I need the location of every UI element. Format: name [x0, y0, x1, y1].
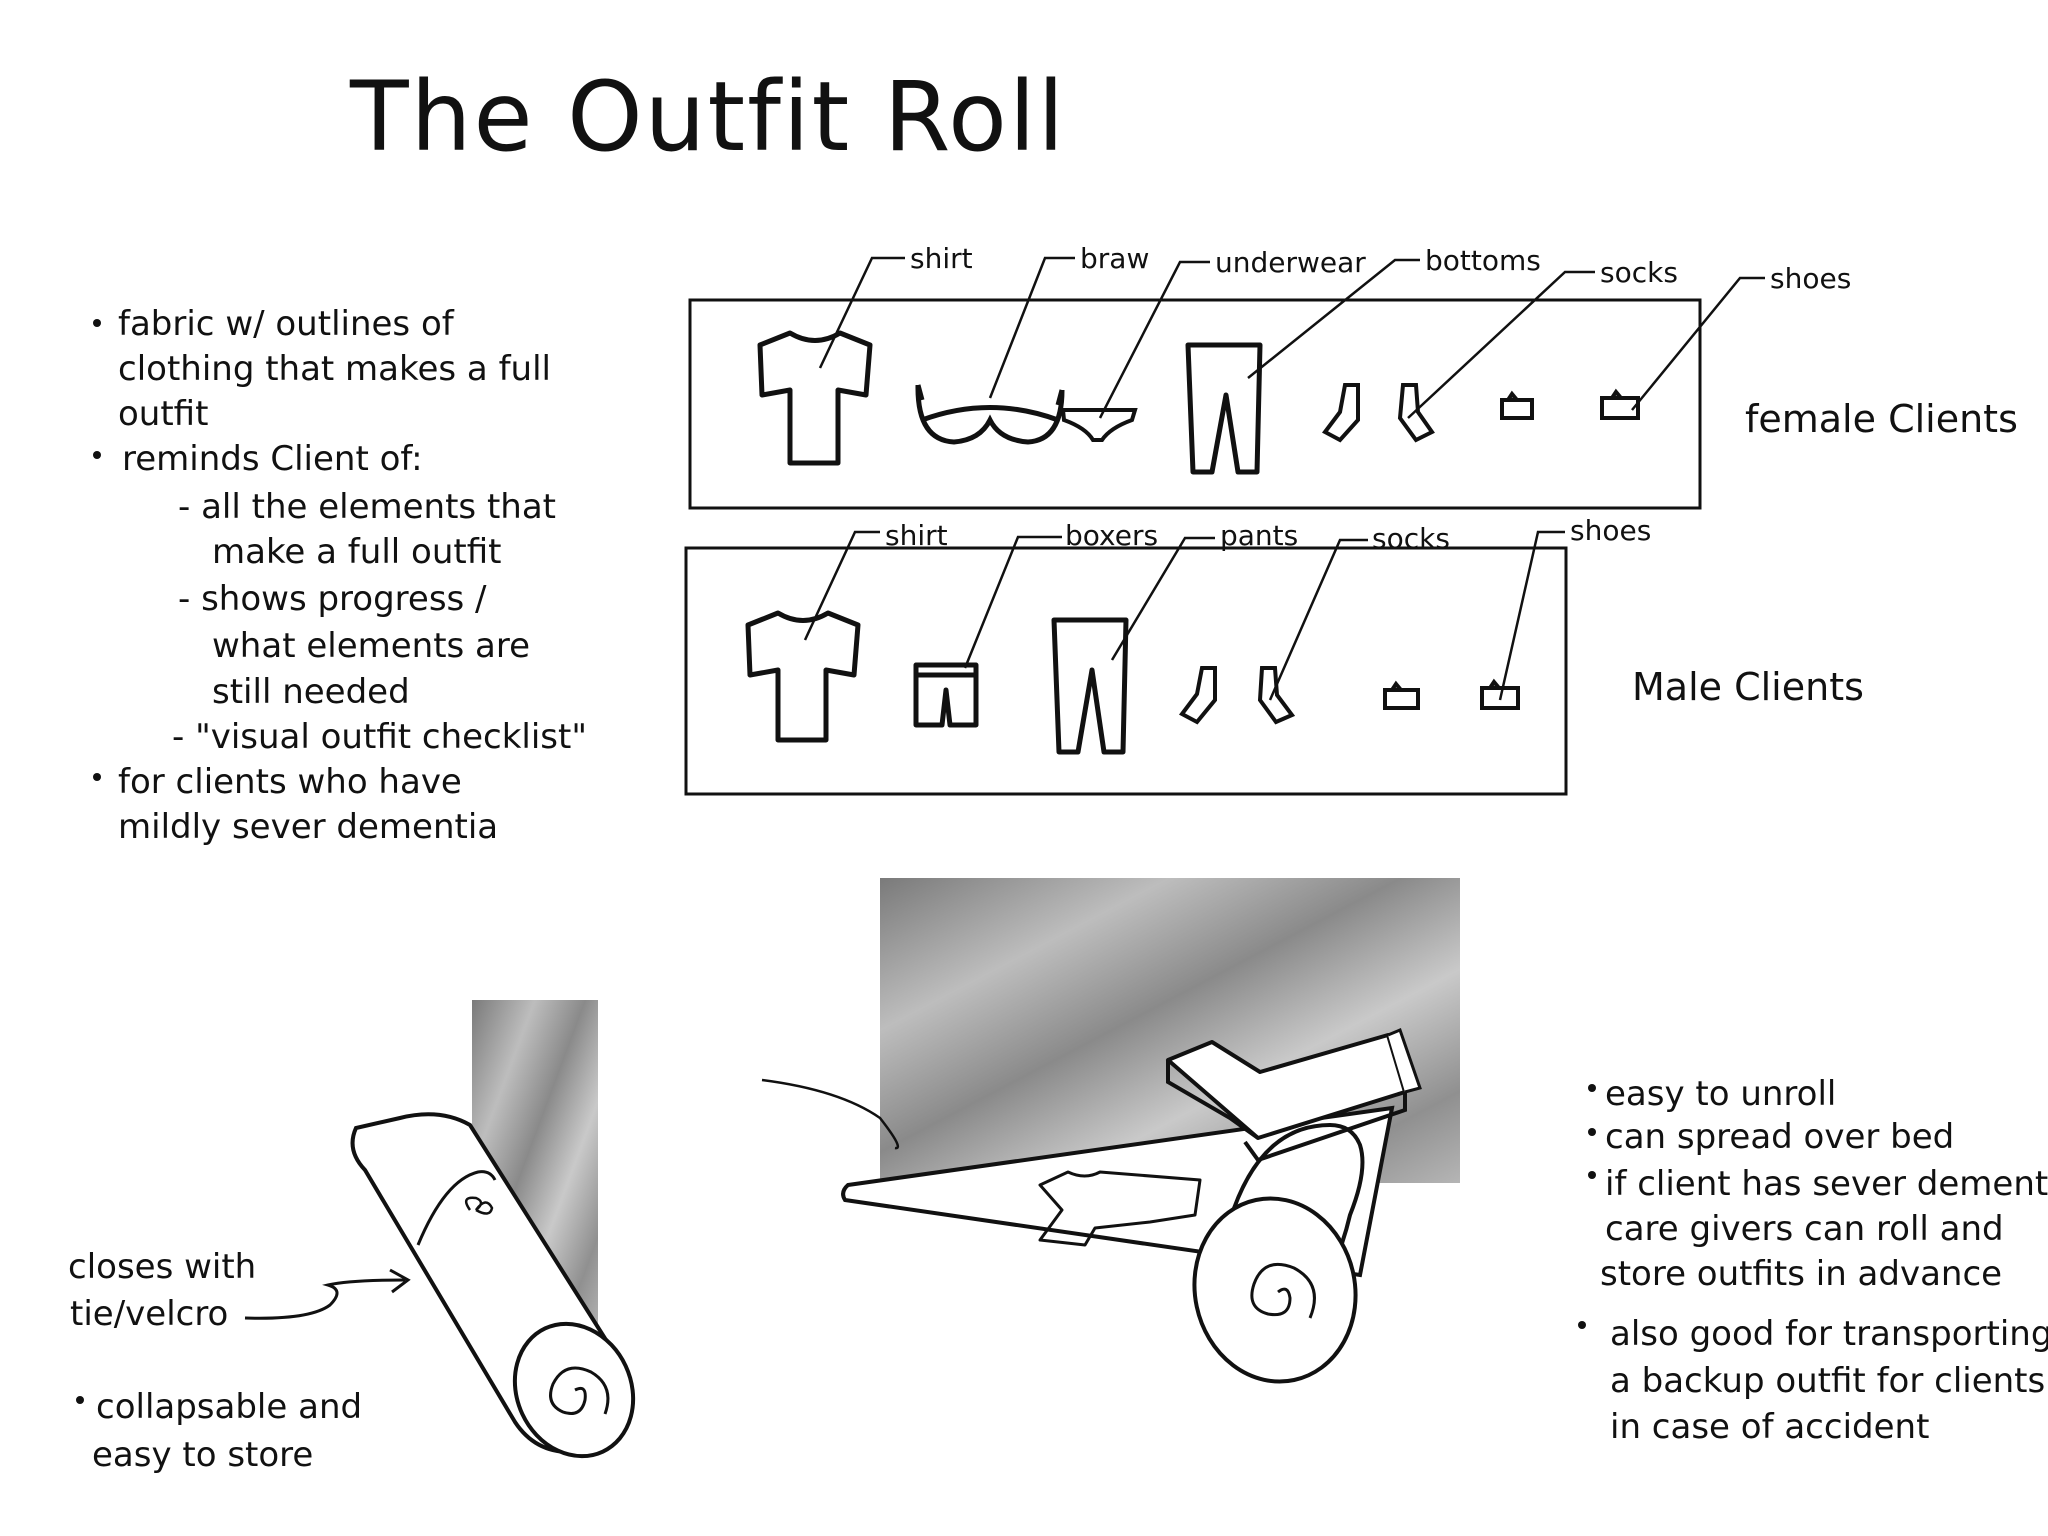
- female-label-shoes: shoes: [1770, 262, 1851, 295]
- arrowhead-icon: [1387, 1028, 1422, 1094]
- male-roll-strip: [684, 546, 1568, 796]
- note-b1-line3: outfit: [118, 394, 208, 434]
- fabric-edge-line: [761, 1078, 900, 1150]
- shoe-right-icon: [1600, 388, 1640, 420]
- right-notes: easy to unroll can spread over bed if cl…: [1578, 1074, 2048, 1447]
- note-s1-line1: - all the elements that: [178, 487, 556, 527]
- underwear-icon: [1060, 408, 1138, 442]
- male-label-socks: socks: [1372, 522, 1450, 555]
- right-note-2: can spread over bed: [1605, 1117, 1954, 1157]
- bullet: [93, 773, 101, 781]
- right-note-4-line2: a backup outfit for clients: [1610, 1361, 2045, 1401]
- male-label-boxers: boxers: [1065, 519, 1158, 552]
- note-b3-line1: for clients who have: [118, 762, 462, 802]
- bullet: [93, 451, 101, 459]
- sock-right-icon: [1257, 666, 1296, 725]
- female-label-shirt: shirt: [910, 242, 973, 275]
- spiral-icon: [1250, 1263, 1316, 1319]
- pants-icon: [1051, 617, 1129, 755]
- note-s2-line3: still needed: [212, 672, 410, 712]
- note-s2-line2: what elements are: [212, 626, 530, 666]
- bottoms-icon: [1185, 342, 1263, 475]
- note-b1-line1: fabric w/ outlines of: [118, 304, 455, 344]
- note-s2-line1: - shows progress /: [178, 579, 487, 619]
- female-label-bra: braw: [1080, 242, 1149, 275]
- pointer-arrow: [244, 1278, 406, 1320]
- left-notes: fabric w/ outlines of clothing that make…: [93, 304, 587, 847]
- shirt-icon: [757, 330, 873, 466]
- page-title: The Outfit Roll: [349, 61, 1066, 173]
- right-note-3-line3: store outfits in advance: [1600, 1254, 2002, 1294]
- bullet: [93, 319, 101, 327]
- note-s3: - "visual outfit checklist": [172, 717, 587, 757]
- roll-end: [1192, 1196, 1358, 1384]
- sock-left-icon: [1322, 383, 1360, 443]
- male-leader-lines: [803, 530, 1565, 701]
- bullet: [1588, 1084, 1596, 1092]
- right-note-1: easy to unroll: [1605, 1074, 1836, 1114]
- right-note-3-line1: if client has sever dementia,: [1605, 1164, 2048, 1204]
- closed-roll-label-line1: closes with: [68, 1247, 256, 1287]
- bullet: [1588, 1128, 1596, 1136]
- female-leader-lines: [818, 256, 1765, 419]
- female-label-underwear: underwear: [1215, 246, 1366, 279]
- sock-left-icon: [1179, 666, 1217, 725]
- female-roll-strip: [688, 298, 1702, 510]
- female-label-socks: socks: [1600, 256, 1678, 289]
- female-row: shirt braw underwear bottoms socks shoes…: [688, 242, 2018, 510]
- closed-roll-note-line1: collapsable and: [96, 1387, 362, 1427]
- shoe-right-icon: [1480, 678, 1520, 710]
- tie-band: [416, 1170, 497, 1246]
- arrow-sign-side: [1166, 1060, 1407, 1163]
- closed-roll-illustration: closes with tie/velcro collapsable and e…: [68, 1000, 636, 1475]
- male-row: shirt boxers pants socks shoes Male Clie…: [684, 514, 1864, 796]
- male-clients-label: Male Clients: [1632, 665, 1864, 709]
- male-label-shirt: shirt: [885, 519, 948, 552]
- bullet: [1588, 1171, 1596, 1179]
- shirt-outline-icon: [1038, 1170, 1202, 1247]
- shoe-left-icon: [1500, 390, 1534, 420]
- closed-roll-label-line2: tie/velcro: [70, 1294, 228, 1334]
- female-label-bottoms: bottoms: [1425, 244, 1541, 277]
- bullet: [76, 1396, 84, 1404]
- sock-right-icon: [1397, 383, 1435, 443]
- right-note-4-line3: in case of accident: [1610, 1407, 1929, 1447]
- female-clients-label: female Clients: [1745, 397, 2018, 441]
- closed-roll-note-line2: easy to store: [92, 1435, 313, 1475]
- unrolled-mat-illustration: [761, 878, 1460, 1384]
- arrowhead-icon: [389, 1268, 411, 1294]
- note-b3-line2: mildly sever dementia: [118, 807, 498, 847]
- note-b1-line2: clothing that makes a full: [118, 349, 551, 389]
- right-note-3-line2: care givers can roll and: [1605, 1209, 2004, 1249]
- boxers-icon: [913, 662, 979, 728]
- right-note-4-line1: also good for transporting: [1610, 1314, 2048, 1354]
- roll-end: [512, 1321, 636, 1459]
- bullet: [1578, 1321, 1586, 1329]
- male-label-shoes: shoes: [1570, 514, 1651, 547]
- spiral-icon: [549, 1366, 610, 1415]
- bra-icon: [915, 384, 1065, 445]
- tie-bow-icon: [464, 1196, 494, 1215]
- note-b2: reminds Client of:: [122, 439, 423, 479]
- male-label-pants: pants: [1220, 519, 1298, 552]
- note-s1-line2: make a full outfit: [212, 532, 501, 572]
- shirt-icon: [745, 610, 861, 743]
- shoe-left-icon: [1383, 680, 1420, 710]
